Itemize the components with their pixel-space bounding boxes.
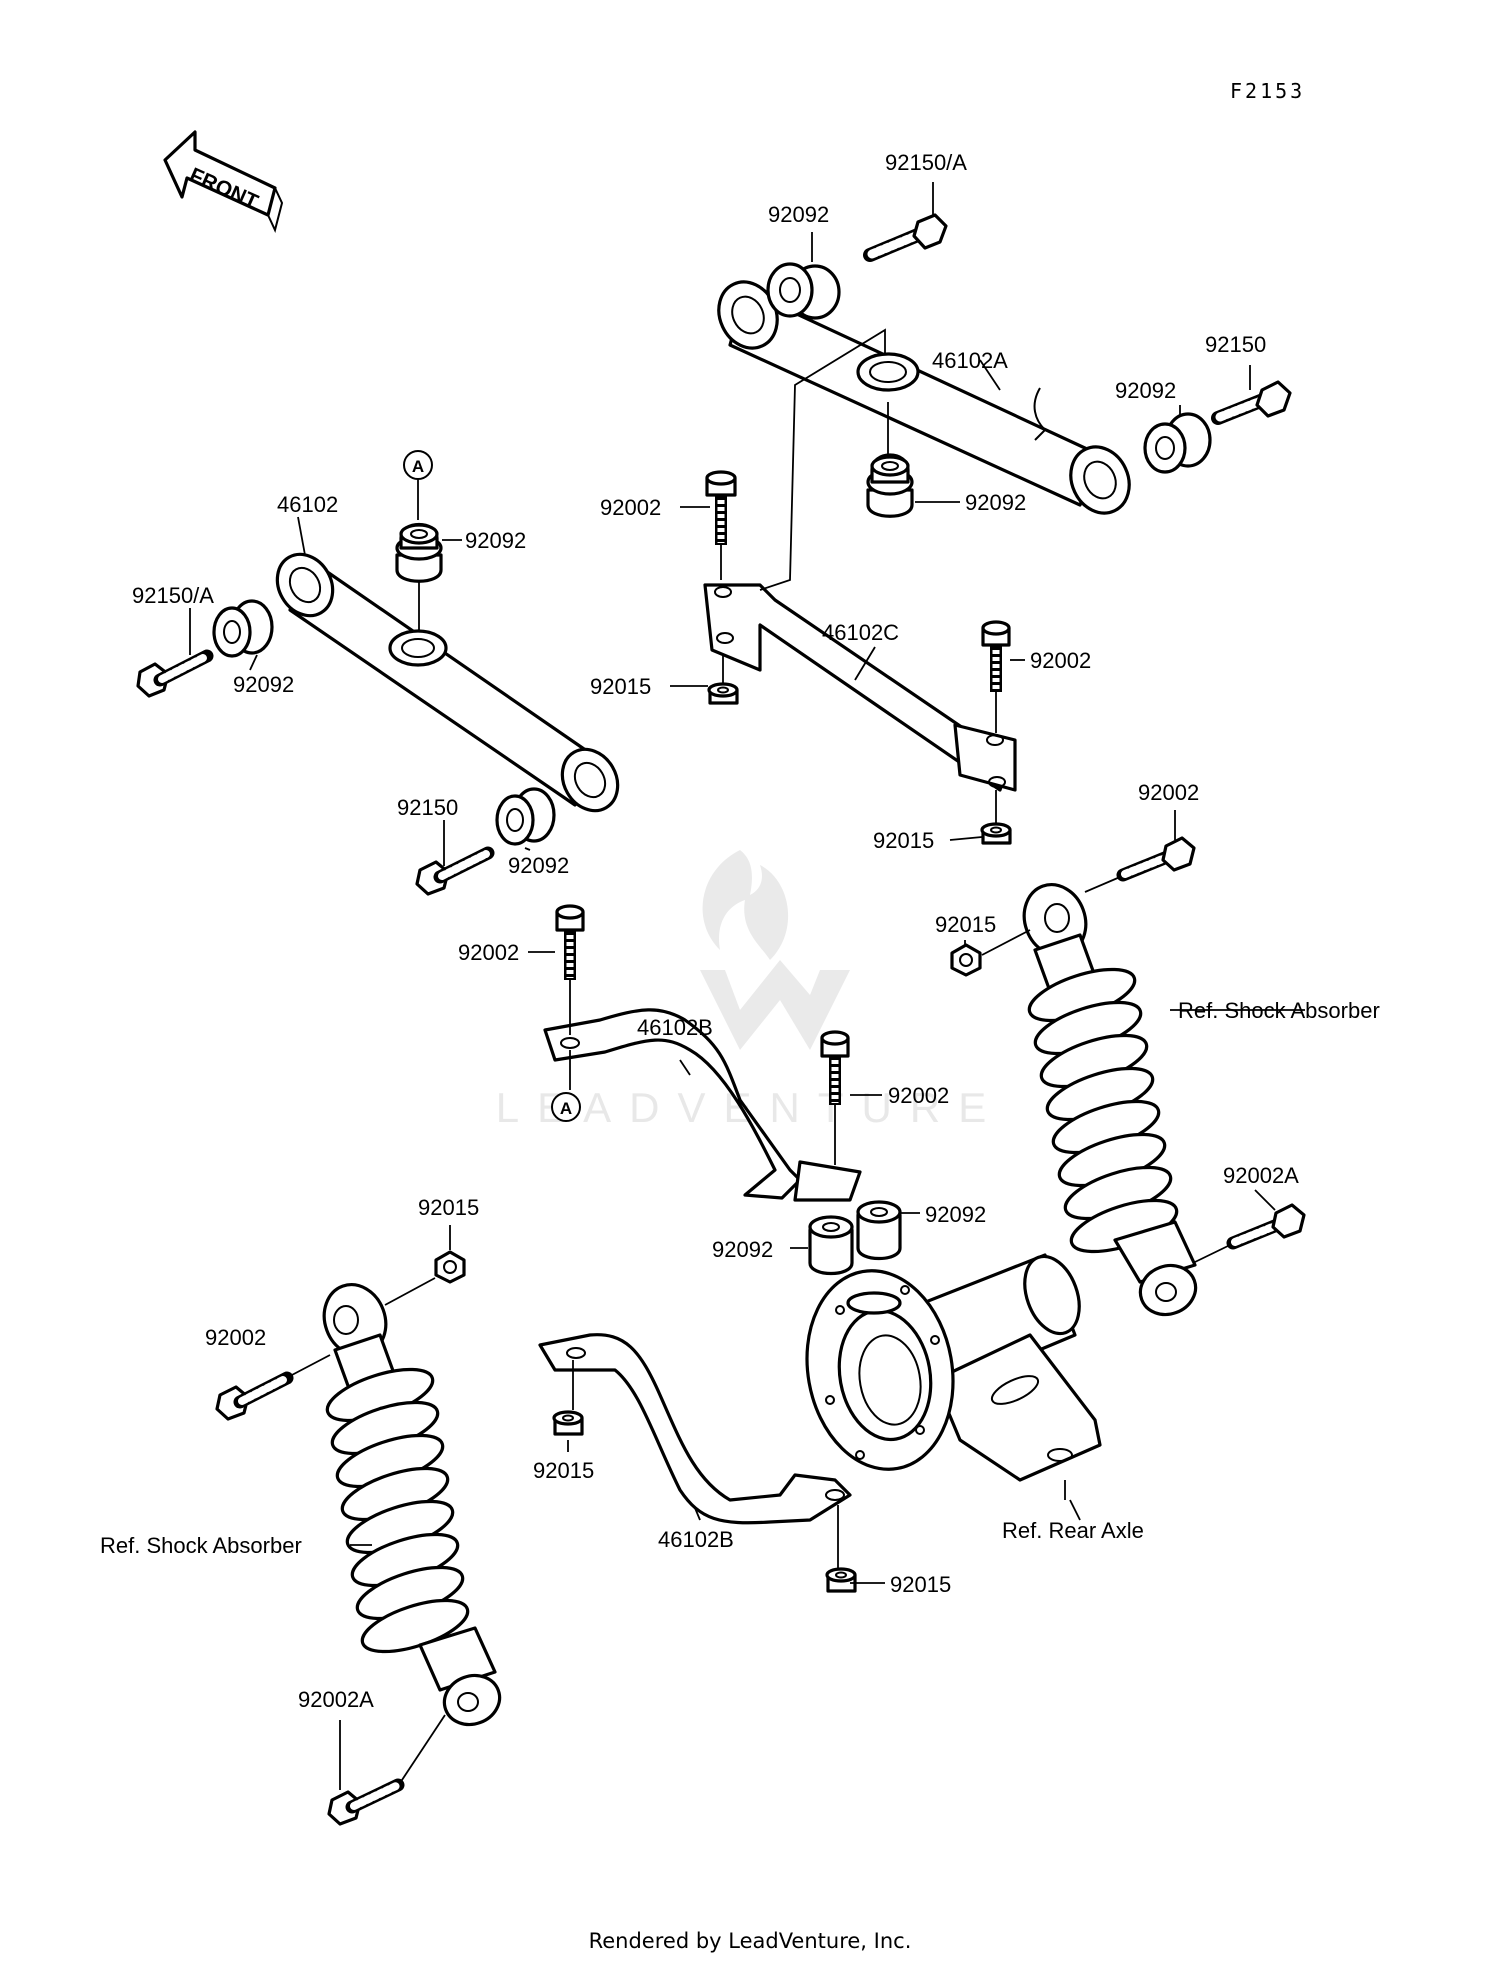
- label-bolt-92150a-left: 92150/A: [132, 583, 214, 608]
- collar-92092-axle-left: [808, 1215, 854, 1275]
- bolt-92002-shock-right-top: [1116, 836, 1196, 882]
- label-bolt-92002-shock-right-top: 92002: [1138, 780, 1199, 805]
- label-bolt-92002-bracket-right: 92002: [1030, 648, 1091, 673]
- label-nut-92015-stay-lower-left: 92015: [533, 1458, 594, 1483]
- label-bolt-92002-bracket-left: 92002: [600, 495, 661, 520]
- shock-absorber-left: [322, 1283, 502, 1727]
- footer-credit: Rendered by LeadVenture, Inc.: [589, 1929, 912, 1953]
- bolt-92002-shock-left-top: [215, 1371, 294, 1421]
- label-nut-92015-shock-right: 92015: [935, 912, 996, 937]
- front-arrow-icon: FRONT: [163, 130, 284, 233]
- label-collar-92092-arm-a-bottom: 92092: [965, 490, 1026, 515]
- label-collar-92092-left: 92092: [233, 672, 294, 697]
- label-bolt-92002-stay-b: 92002: [458, 940, 519, 965]
- label-nut-92015-shock-left: 92015: [418, 1195, 479, 1220]
- label-bolt-92150-left-bottom: 92150: [397, 795, 458, 820]
- bolt-92002a-shock-right-bottom: [1226, 1203, 1306, 1250]
- nut-92015-shock-left: [434, 1250, 466, 1284]
- arm-46102c: [703, 583, 1017, 792]
- collar-92092-right: [1143, 412, 1212, 474]
- arm-46102: [275, 552, 620, 813]
- rear-axle-housing: [805, 1253, 1102, 1482]
- bolt-92150-right: [1211, 380, 1292, 425]
- leader-lines: [189, 182, 1305, 1790]
- collar-92092-left: [212, 599, 274, 658]
- shock-absorber-right: [1022, 883, 1198, 1317]
- label-ref-rear-axle: Ref. Rear Axle: [1002, 1518, 1144, 1543]
- collar-92092-left-top: [395, 523, 443, 583]
- callout-a-bottom: A: [551, 1092, 581, 1122]
- bolt-92002-stay-b: [555, 904, 585, 980]
- label-bolt-92002a-shock-right-bottom: 92002A: [1223, 1163, 1299, 1188]
- nut-92015-stay-lower-left: [552, 1410, 584, 1436]
- bolt-92002-bracket-right: [981, 620, 1011, 692]
- stay-46102b-lower: [538, 1333, 852, 1525]
- collar-92092-top: [766, 262, 841, 320]
- label-collar-92092-left-top: 92092: [465, 528, 526, 553]
- label-stay-46102b-lower: 46102B: [658, 1527, 734, 1552]
- label-ref-shock-left: Ref. Shock Absorber: [100, 1533, 302, 1558]
- collar-92092-axle-right: [856, 1200, 902, 1260]
- bolt-92150-left-bottom: [415, 846, 495, 896]
- label-stay-46102b-upper: 46102B: [637, 1015, 713, 1040]
- nut-92015-stay-lower-right: [825, 1567, 857, 1593]
- label-bolt-92150-right: 92150: [1205, 332, 1266, 357]
- label-nut-92015-stay-lower-right: 92015: [890, 1572, 951, 1597]
- label-collar-92092-top: 92092: [768, 202, 829, 227]
- callout-a-bottom-text: A: [560, 1099, 572, 1118]
- label-arm-46102a: 46102A: [932, 348, 1008, 373]
- label-bolt-92002-stay-b-right: 92002: [888, 1083, 949, 1108]
- label-collar-92092-left-bottom: 92092: [508, 853, 569, 878]
- label-ref-shock-right: Ref. Shock Absorber: [1178, 998, 1380, 1023]
- nut-92015-bracket-left: [707, 682, 739, 705]
- collar-92092-left-bottom: [495, 787, 556, 846]
- arm-46102a: [717, 280, 1131, 515]
- collar-92092-arm-a-bottom: [866, 453, 914, 518]
- label-nut-92015-bracket-left: 92015: [590, 674, 651, 699]
- label-bolt-92150a-top: 92150/A: [885, 150, 967, 175]
- diagram-code: F2153: [1230, 79, 1305, 103]
- label-collar-92092-right: 92092: [1115, 378, 1176, 403]
- part-labels: 92150/A 92092 46102A 92150 92092 92092 9…: [100, 150, 1380, 1712]
- label-collar-92092-axle-right: 92092: [925, 1202, 986, 1227]
- bolt-92150a-left: [136, 649, 214, 698]
- bolt-92150a-top: [863, 213, 948, 262]
- bolt-92002a-shock-left-bottom: [327, 1778, 405, 1826]
- label-nut-92015-bracket-right: 92015: [873, 828, 934, 853]
- label-collar-92092-axle-left: 92092: [712, 1237, 773, 1262]
- callout-a-top-text: A: [412, 457, 424, 476]
- label-bolt-92002a-shock-left-bottom: 92002A: [298, 1687, 374, 1712]
- label-bolt-92002-shock-left-top: 92002: [205, 1325, 266, 1350]
- callout-a-top: A: [403, 450, 433, 480]
- bolt-92002-bracket-left: [705, 470, 737, 545]
- nut-92015-bracket-right: [980, 822, 1012, 845]
- label-arm-46102c: 46102C: [822, 620, 899, 645]
- label-arm-46102: 46102: [277, 492, 338, 517]
- nut-92015-shock-right: [950, 943, 982, 977]
- bolt-92002-stay-b-right: [820, 1030, 850, 1105]
